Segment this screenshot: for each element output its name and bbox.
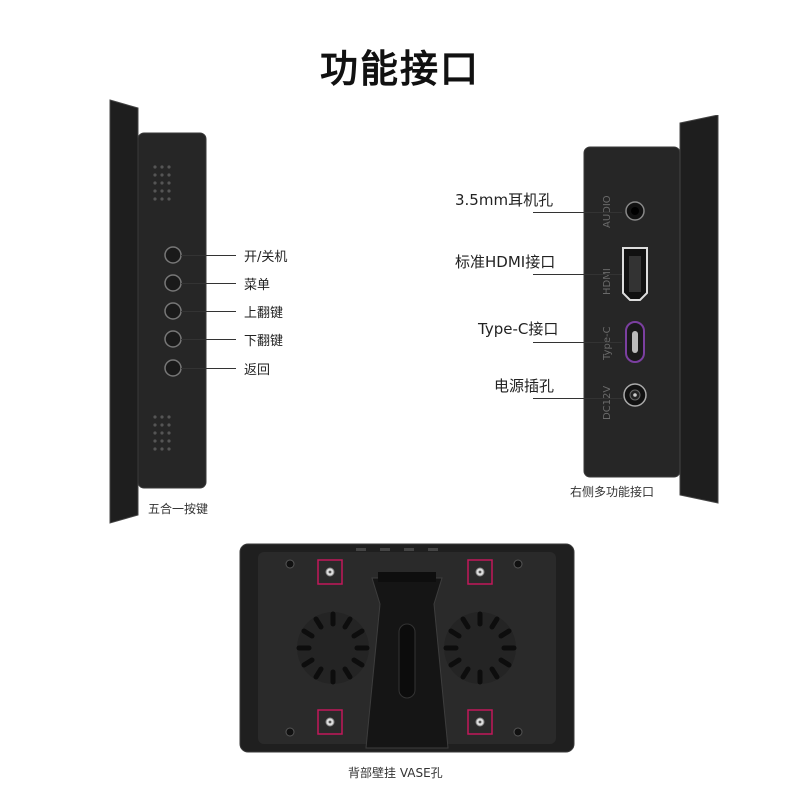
right-side-device-view: AUDIO HDMI Type-C DC12V (583, 115, 719, 504)
port-label-dc: 电源插孔 (494, 377, 555, 395)
fan-vent-left-icon (296, 611, 370, 685)
button-label-up: 上翻键 (244, 306, 284, 321)
back-device-view (239, 543, 575, 753)
leader-line (181, 283, 236, 284)
speaker-grille-bottom-icon (153, 415, 171, 451)
port-label-audio: 3.5mm耳机孔 (455, 191, 554, 209)
hdmi-port-icon (622, 247, 648, 301)
vesa-hole-icon (317, 559, 493, 735)
leader-line (533, 342, 622, 343)
button-label-menu: 菜单 (244, 278, 271, 293)
back-button (164, 359, 182, 377)
silk-audio: AUDIO (602, 195, 613, 228)
silk-dc: DC12V (602, 386, 613, 420)
button-label-down: 下翻键 (244, 334, 284, 349)
silk-hdmi: HDMI (602, 268, 613, 295)
up-button (164, 302, 182, 320)
port-label-hdmi: 标准HDMI接口 (455, 253, 556, 271)
leader-line (181, 311, 236, 312)
audio-jack-icon (625, 201, 645, 221)
leader-line (181, 368, 236, 369)
back-caption: 背部壁挂 VASE孔 (348, 766, 443, 780)
right-caption: 右侧多功能接口 (570, 485, 655, 499)
port-label-typec: Type-C接口 (478, 320, 559, 338)
left-caption: 五合一按键 (148, 502, 209, 516)
speaker-grille-top-icon (153, 165, 171, 201)
left-side-device-view (109, 99, 207, 524)
button-label-power: 开/关机 (244, 250, 288, 265)
leader-line (533, 274, 622, 275)
page-title: 功能接口 (319, 47, 480, 91)
kickstand (365, 572, 449, 749)
down-button (164, 330, 182, 348)
leader-line (181, 255, 236, 256)
menu-button (164, 274, 182, 292)
fan-vent-right-icon (443, 611, 517, 685)
five-buttons (164, 246, 182, 377)
typec-port-icon (625, 321, 645, 363)
leader-line (181, 339, 236, 340)
leader-line (533, 398, 622, 399)
button-label-back: 返回 (244, 363, 271, 378)
dc-power-jack-icon (623, 383, 647, 407)
power-button (164, 246, 182, 264)
silk-typec: Type-C (602, 326, 613, 361)
screw-icon (285, 559, 523, 737)
leader-line (533, 212, 622, 213)
